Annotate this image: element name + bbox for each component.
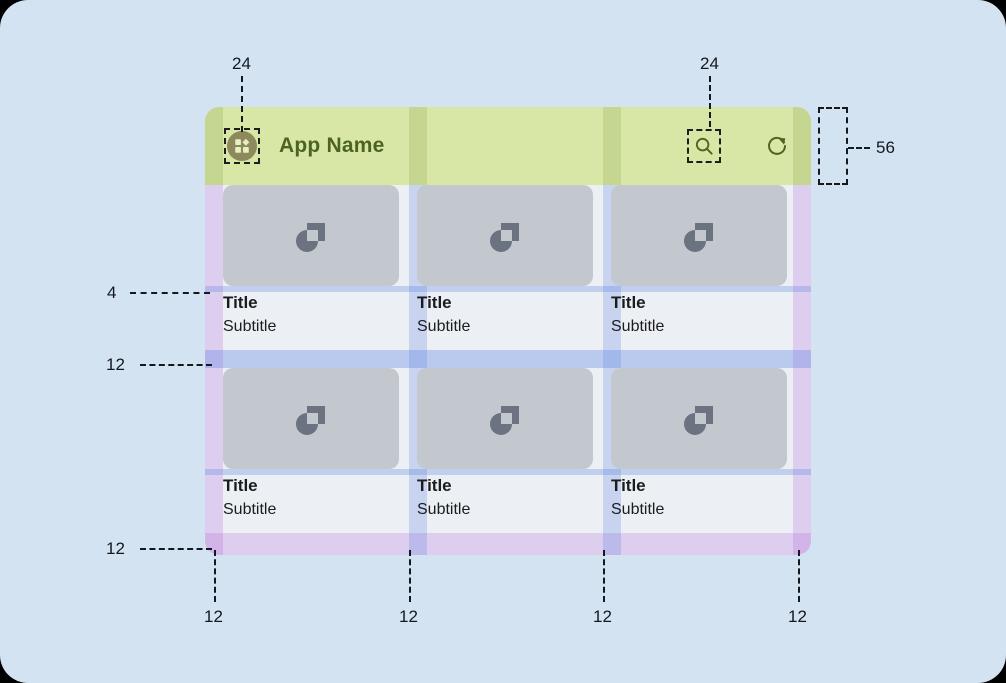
search-icon bbox=[695, 137, 713, 155]
card-subtitle: Subtitle bbox=[223, 501, 277, 518]
card-media bbox=[417, 185, 593, 286]
image-placeholder-icon bbox=[684, 405, 713, 435]
card[interactable]: Title Subtitle bbox=[611, 368, 787, 533]
refresh-button[interactable] bbox=[760, 129, 794, 163]
card-subtitle: Subtitle bbox=[611, 501, 665, 518]
annotation-keyline-left-24: 24 bbox=[232, 54, 251, 73]
appbar-keyline-right bbox=[793, 107, 811, 185]
appbar-keyline-gutter-1 bbox=[409, 107, 427, 185]
widgets-icon bbox=[227, 131, 257, 161]
card-grid: Title Subtitle T bbox=[205, 185, 811, 533]
annotation-gap-4: 4 bbox=[107, 283, 117, 302]
leader-line-bottom-gutter-4 bbox=[798, 550, 800, 602]
leader-line-bottom-gutter-2 bbox=[409, 550, 411, 602]
card-title: Title bbox=[417, 293, 452, 312]
leader-line-bottom-gutter-1 bbox=[214, 550, 216, 602]
leader-line-keyline-left bbox=[241, 76, 243, 132]
card-subtitle: Subtitle bbox=[223, 318, 277, 335]
card-row: Title Subtitle T bbox=[205, 368, 811, 533]
image-placeholder-icon bbox=[296, 222, 325, 252]
card-subtitle: Subtitle bbox=[417, 501, 471, 518]
card-text: Title Subtitle bbox=[223, 475, 399, 521]
card-subtitle: Subtitle bbox=[417, 318, 471, 335]
card-media bbox=[223, 185, 399, 286]
app-bar-content: App Name bbox=[205, 107, 811, 185]
card-title: Title bbox=[223, 476, 258, 495]
padding-strip-right bbox=[793, 185, 811, 555]
card-title: Title bbox=[611, 476, 646, 495]
annotation-bottom-gutter-3: 12 bbox=[593, 607, 612, 626]
card-text: Title Subtitle bbox=[417, 292, 593, 338]
device-frame: App Name bbox=[205, 107, 811, 555]
gap-image-to-title bbox=[205, 286, 811, 292]
padding-strip-bottom bbox=[205, 533, 811, 555]
image-placeholder-icon bbox=[684, 222, 713, 252]
appbar-height-bracket bbox=[818, 107, 848, 185]
annotation-appbar-height-56: 56 bbox=[876, 138, 895, 157]
card-text: Title Subtitle bbox=[611, 475, 787, 521]
appbar-keyline-left bbox=[205, 107, 223, 185]
leader-line-bottom-padding bbox=[140, 548, 212, 550]
search-button[interactable] bbox=[687, 129, 721, 163]
image-placeholder-icon bbox=[490, 222, 519, 252]
card[interactable]: Title Subtitle bbox=[611, 185, 787, 350]
card[interactable]: Title Subtitle bbox=[223, 185, 399, 350]
card-title: Title bbox=[223, 293, 258, 312]
card-subtitle: Subtitle bbox=[611, 318, 665, 335]
card-media bbox=[223, 368, 399, 469]
card[interactable]: Title Subtitle bbox=[417, 368, 593, 533]
card-media bbox=[611, 368, 787, 469]
card[interactable]: Title Subtitle bbox=[223, 368, 399, 533]
padding-strip-left bbox=[205, 185, 223, 555]
card-title: Title bbox=[611, 293, 646, 312]
card-media bbox=[417, 368, 593, 469]
card-text: Title Subtitle bbox=[417, 475, 593, 521]
refresh-icon bbox=[768, 136, 786, 155]
leader-line-row-gap bbox=[140, 364, 212, 366]
card[interactable]: Title Subtitle bbox=[417, 185, 593, 350]
gap-between-rows bbox=[205, 350, 811, 368]
annotation-bottom-gutter-1: 12 bbox=[204, 607, 223, 626]
leader-line-bottom-gutter-3 bbox=[603, 550, 605, 602]
annotation-bottom-gutter-4: 12 bbox=[788, 607, 807, 626]
app-title: App Name bbox=[279, 134, 385, 157]
gap-image-to-title bbox=[205, 469, 811, 475]
annotation-bottom-gutter-2: 12 bbox=[399, 607, 418, 626]
card-row: Title Subtitle T bbox=[205, 185, 811, 368]
card-media bbox=[611, 185, 787, 286]
leader-line-appbar-height bbox=[848, 147, 870, 149]
menu-button-selection-box[interactable] bbox=[224, 128, 260, 164]
image-placeholder-icon bbox=[490, 405, 519, 435]
annotation-keyline-right-24: 24 bbox=[700, 54, 719, 73]
image-placeholder-icon bbox=[296, 405, 325, 435]
card-text: Title Subtitle bbox=[223, 292, 399, 338]
annotation-row-gap-12: 12 bbox=[106, 355, 125, 374]
leader-line-gap-4 bbox=[130, 292, 210, 294]
appbar-keyline-gutter-2 bbox=[603, 107, 621, 185]
content-area: Title Subtitle T bbox=[205, 185, 811, 555]
card-title: Title bbox=[417, 476, 452, 495]
leader-line-keyline-right bbox=[709, 76, 711, 127]
annotation-bottom-padding-12: 12 bbox=[106, 539, 125, 558]
card-text: Title Subtitle bbox=[611, 292, 787, 338]
